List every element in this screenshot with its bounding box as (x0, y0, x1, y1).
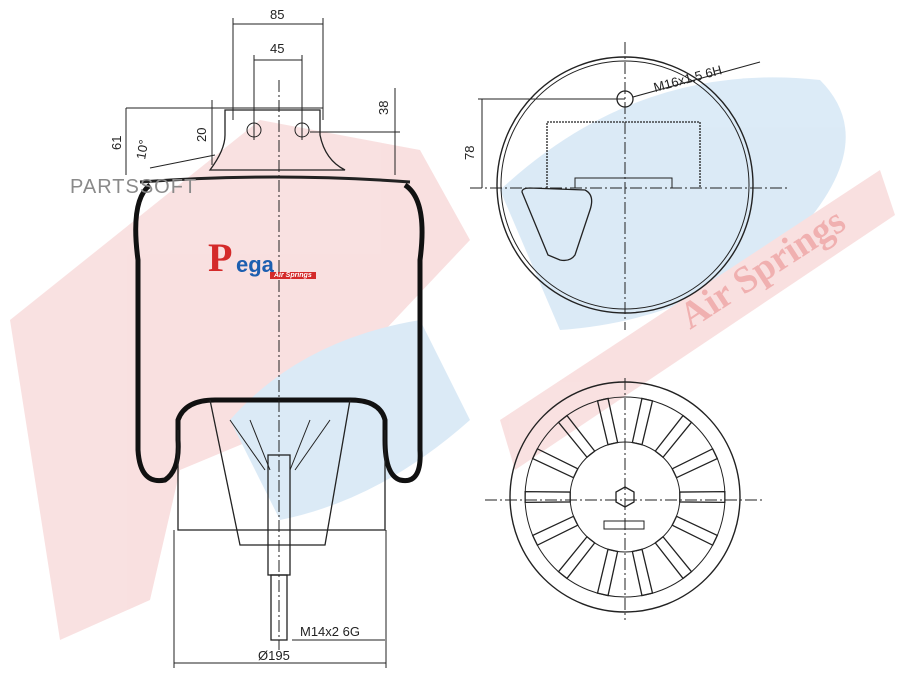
spoke-rib (679, 490, 726, 504)
spoke-rib (531, 515, 579, 547)
piston (177, 430, 386, 531)
spoke-rib (557, 414, 596, 459)
dim-78: 78 (462, 146, 477, 160)
mounting-bracket (208, 109, 346, 171)
diameter-label: Ø195 (258, 648, 290, 663)
thread-bottom-label: M14x2 6G (300, 624, 360, 639)
spoke-rib (654, 414, 693, 459)
spoke-rib (671, 447, 719, 479)
spoke-rib (596, 548, 619, 597)
spoke-rib (531, 447, 579, 479)
background-watermark (10, 77, 895, 640)
rubber-bellows (133, 182, 425, 484)
dimension-lines (125, 18, 400, 668)
spoke-rib (524, 490, 571, 504)
dim-45: 45 (270, 41, 284, 56)
logo-subtitle: Air Springs (270, 272, 316, 279)
spoke-rib (596, 397, 619, 446)
spoke-rib (557, 535, 596, 580)
dim-angle-10: 10° (133, 139, 151, 161)
logo-ega: ega (236, 252, 274, 277)
partssoft-watermark: PARTSSOFT (70, 176, 198, 198)
spoke-rib (654, 535, 693, 580)
bottom-view (485, 378, 765, 620)
dim-38: 38 (376, 101, 391, 115)
dim-85: 85 (270, 7, 284, 22)
top-view (470, 42, 790, 330)
dim-20: 20 (194, 128, 209, 142)
spoke-rib (631, 548, 654, 597)
logo-p: P (208, 235, 233, 280)
pega-logo: P ega Air Springs (208, 238, 348, 284)
top-plate (139, 175, 411, 184)
dim-61: 61 (109, 136, 124, 150)
spoke-rib (631, 397, 654, 446)
spoke-rib (671, 515, 719, 547)
